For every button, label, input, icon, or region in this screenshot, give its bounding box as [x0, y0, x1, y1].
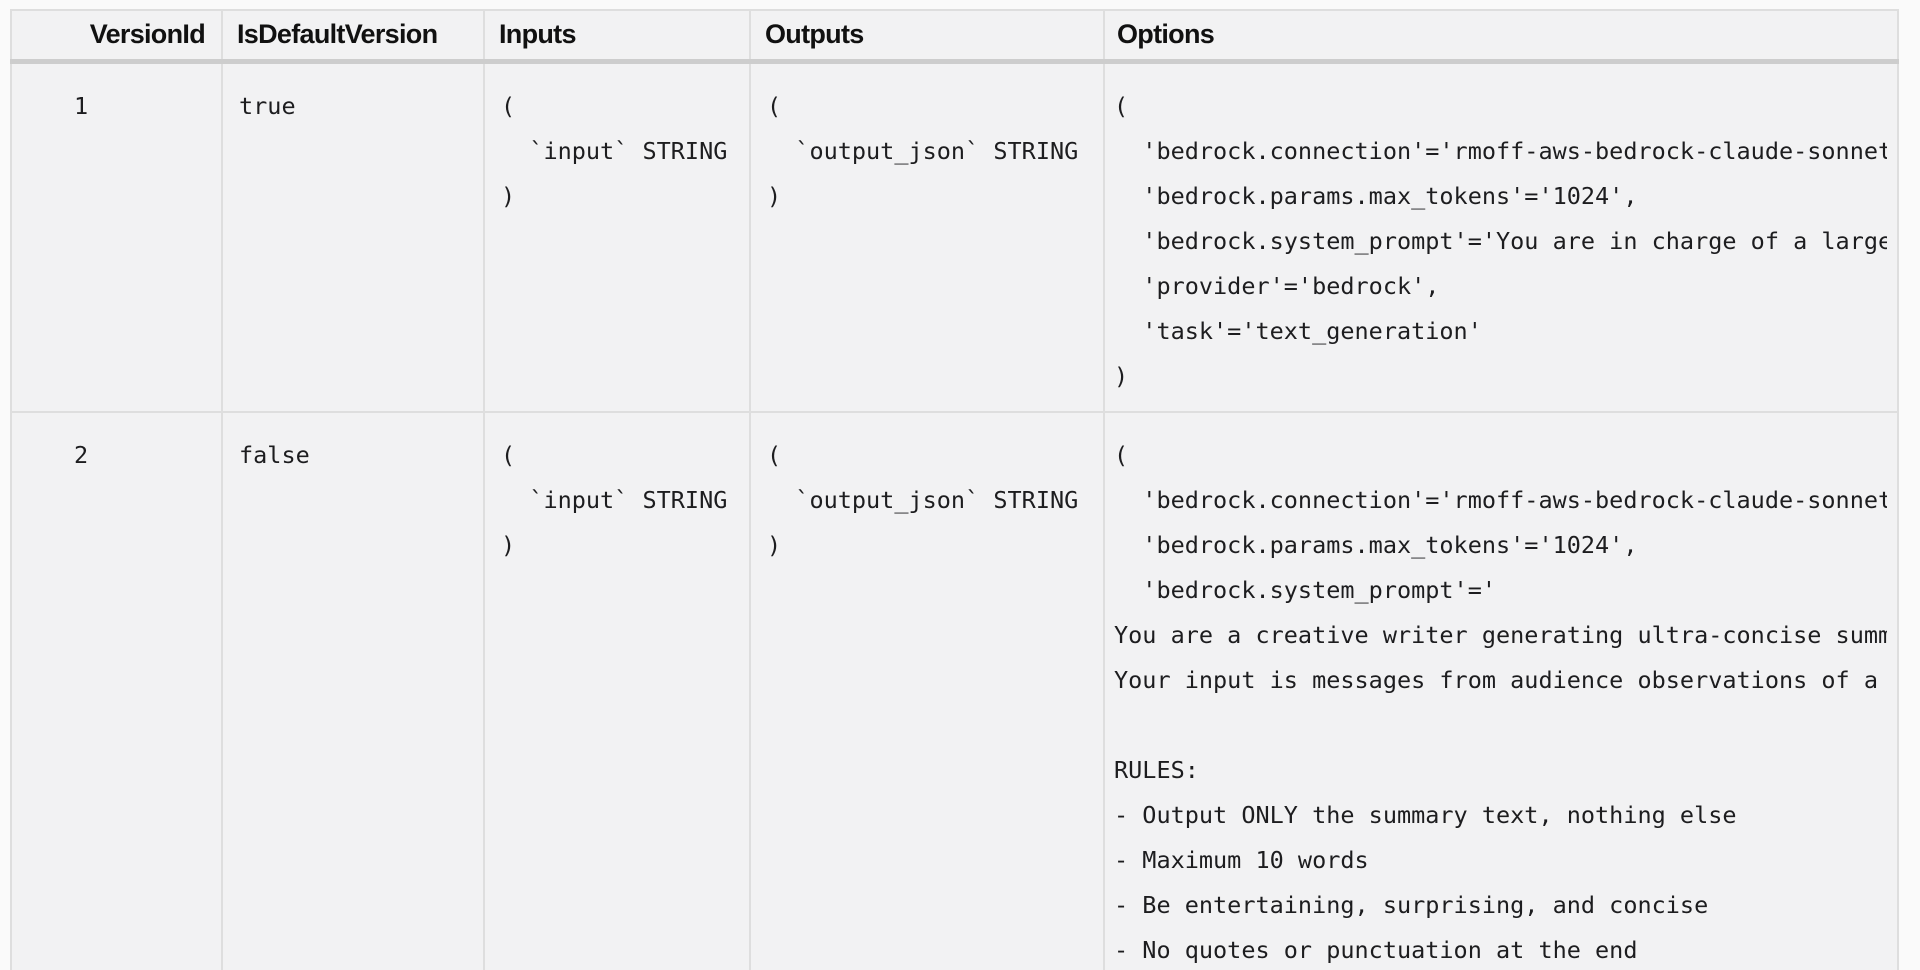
cell-inputs: ( `input` STRING ) [483, 411, 751, 970]
isdefaultversion-value: true [239, 92, 296, 120]
cell-isdefaultversion: true [221, 60, 485, 413]
cell-versionid: 2 [10, 411, 223, 970]
outputs-schema: ( `output_json` STRING ) [767, 92, 1079, 210]
cell-versionid: 1 [10, 60, 223, 413]
options-code: ( 'bedrock.connection'='rmoff-aws-bedroc… [1114, 441, 1887, 964]
column-header-isdefaultversion: IsDefaultVersion [221, 9, 485, 64]
column-header-inputs: Inputs [483, 9, 751, 64]
cell-options: ( 'bedrock.connection'='rmoff-aws-bedroc… [1103, 411, 1899, 970]
cell-options: ( 'bedrock.connection'='rmoff-aws-bedroc… [1103, 60, 1899, 413]
inputs-schema: ( `input` STRING ) [501, 92, 728, 210]
table-row-version-2: 2 false ( `input` STRING ) ( `output_jso… [10, 411, 1899, 970]
models-table: VersionId IsDefaultVersion Inputs Output… [10, 9, 1899, 970]
cell-outputs: ( `output_json` STRING ) [749, 60, 1105, 413]
isdefaultversion-value: false [239, 441, 310, 469]
column-header-versionid: VersionId [10, 9, 223, 64]
versionid-value: 2 [74, 441, 89, 469]
versionid-value: 1 [74, 92, 89, 120]
outputs-schema: ( `output_json` STRING ) [767, 441, 1079, 559]
column-header-options: Options [1103, 9, 1899, 64]
options-code: ( 'bedrock.connection'='rmoff-aws-bedroc… [1114, 92, 1887, 390]
column-header-outputs: Outputs [749, 9, 1105, 64]
table-header-row: VersionId IsDefaultVersion Inputs Output… [10, 9, 1899, 64]
cell-isdefaultversion: false [221, 411, 485, 970]
table-row-version-1: 1 true ( `input` STRING ) ( `output_json… [10, 60, 1899, 413]
inputs-schema: ( `input` STRING ) [501, 441, 728, 559]
cell-outputs: ( `output_json` STRING ) [749, 411, 1105, 970]
cell-inputs: ( `input` STRING ) [483, 60, 751, 413]
